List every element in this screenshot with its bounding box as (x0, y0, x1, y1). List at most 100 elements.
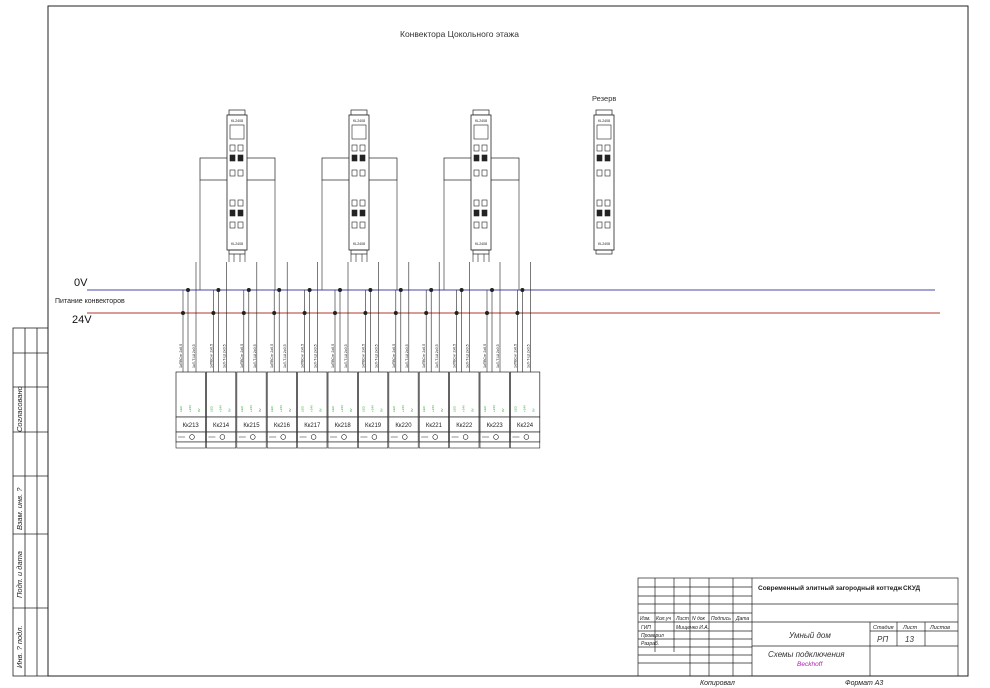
convector-name: Кк213 (183, 423, 200, 429)
convector-terminal: LED +24V 0V Кк220 (388, 371, 419, 449)
module-led-block (596, 124, 612, 140)
cable-label: 1кЛ-Т-Ш 2х0,5 (405, 344, 409, 368)
terminal-block (388, 371, 419, 418)
terminal-base-cell (479, 441, 510, 449)
module-contact (229, 209, 236, 217)
module-contact (229, 169, 236, 177)
device-circle-icon (462, 434, 469, 440)
module-contact (473, 199, 480, 207)
terminal-block (297, 371, 328, 418)
terminal-pin-label: LED (513, 405, 517, 412)
stamp-agreed: Согласовано (15, 386, 24, 432)
module-led-block (351, 124, 367, 140)
module-contact (481, 144, 488, 152)
module-contact (604, 221, 611, 229)
module-contact (596, 221, 603, 229)
terminal-block (206, 371, 237, 418)
terminal-block (236, 371, 267, 418)
cable-label: 1кЛ-Т-Ш 2х0,5 (374, 344, 378, 368)
cable-label: 1кЛ-Т-Ш 2х0,5 (314, 344, 318, 368)
module-contact (359, 144, 366, 152)
module-bottom-plug (350, 249, 368, 255)
terminal-pin-label: LED (240, 405, 244, 412)
terminal-block (266, 371, 297, 418)
terminal-pin-label: +24V (218, 405, 222, 412)
junction-dot (454, 311, 459, 315)
tb-developed: Разраб. (641, 641, 659, 647)
device-circle-icon (371, 434, 378, 440)
module-contact (351, 144, 358, 152)
terminal-pin-label: +24V (401, 405, 405, 412)
convector-name: Кк222 (456, 423, 473, 429)
tb-col-podpis: Подпись (711, 616, 731, 622)
terminal-pin-label: 0V (319, 408, 323, 412)
module-contact (229, 144, 236, 152)
module-contact (481, 221, 488, 229)
module-contact (481, 209, 488, 217)
terminal-pin-label: +24V (310, 405, 314, 412)
tb-sheets-header: Листов (929, 625, 950, 631)
device-circle-icon (523, 434, 530, 440)
stamp-signdate: Подп. и дата (15, 551, 24, 598)
module-contact (359, 169, 366, 177)
terminal-pin-label: LED (209, 405, 213, 412)
stamp-replaced: Взам. инв. ? (15, 487, 24, 530)
terminal-pin-label: LED (179, 405, 183, 412)
cable-label: 1кПВСнг 2х0,5 (483, 344, 487, 368)
module-contact (359, 209, 366, 217)
module-contact (351, 221, 358, 229)
cable-label: 1кЛ-Т-Ш 2х0,5 (466, 344, 470, 368)
terminal-pin-label: 0V (379, 408, 383, 412)
module-contact (473, 221, 480, 229)
device-circle-icon (250, 434, 256, 440)
terminal-pin-label: +24V (492, 405, 496, 412)
device-circle-icon (219, 434, 226, 440)
device-circle-icon (189, 434, 195, 440)
convector-name: Кк215 (243, 423, 260, 429)
terminal-pin-label: +24V (462, 405, 466, 412)
module-tag-reserve: KL2408 (598, 242, 610, 246)
tb-format: Формат А3 (845, 680, 883, 687)
module-contact (237, 221, 244, 229)
terminal-pin-label: +24V (340, 405, 344, 412)
cable-label: 1кПВСнг 2х0,5 (331, 344, 335, 368)
cable-label: 1кЛ-Т-Ш 2х0,5 (253, 344, 257, 368)
module-led-block (229, 124, 245, 140)
module-contact (229, 199, 236, 207)
module-contact (237, 169, 244, 177)
terminal-pin-label: 0V (501, 408, 505, 412)
title-block (637, 577, 959, 677)
module-tag-top: KL2408 (475, 119, 487, 123)
terminal-pin-label: 0V (410, 408, 414, 412)
terminal-pin-label: LED (392, 405, 396, 412)
tb-sheet-header: Лист (902, 625, 918, 631)
terminal-pin-label: +24V (370, 405, 374, 412)
terminal-pin-label: 0V (471, 408, 475, 412)
module-contact (237, 199, 244, 207)
terminal-block (327, 371, 358, 418)
terminal-block (418, 371, 449, 418)
cable-label: 1кЛ-Т-Ш 2х0,5 (344, 344, 348, 368)
module-contact (604, 209, 611, 217)
module-contact (604, 144, 611, 152)
module-contact (473, 209, 480, 217)
terminal-block (175, 371, 206, 418)
module-contact (604, 199, 611, 207)
cable-label: 1кПВСнг 2х0,5 (392, 344, 396, 368)
tb-sheet-title: Схемы подключения (768, 650, 845, 659)
terminal-pin-label: 0V (440, 408, 444, 412)
convector-name: Кк220 (395, 423, 412, 429)
module-contact (596, 144, 603, 152)
module-bottom-plug (228, 249, 246, 255)
junction-dot (393, 311, 398, 315)
tb-project: Современный элитный загородный коттедж (758, 584, 902, 592)
terminal-block (358, 371, 389, 418)
junction-dot (424, 311, 429, 315)
